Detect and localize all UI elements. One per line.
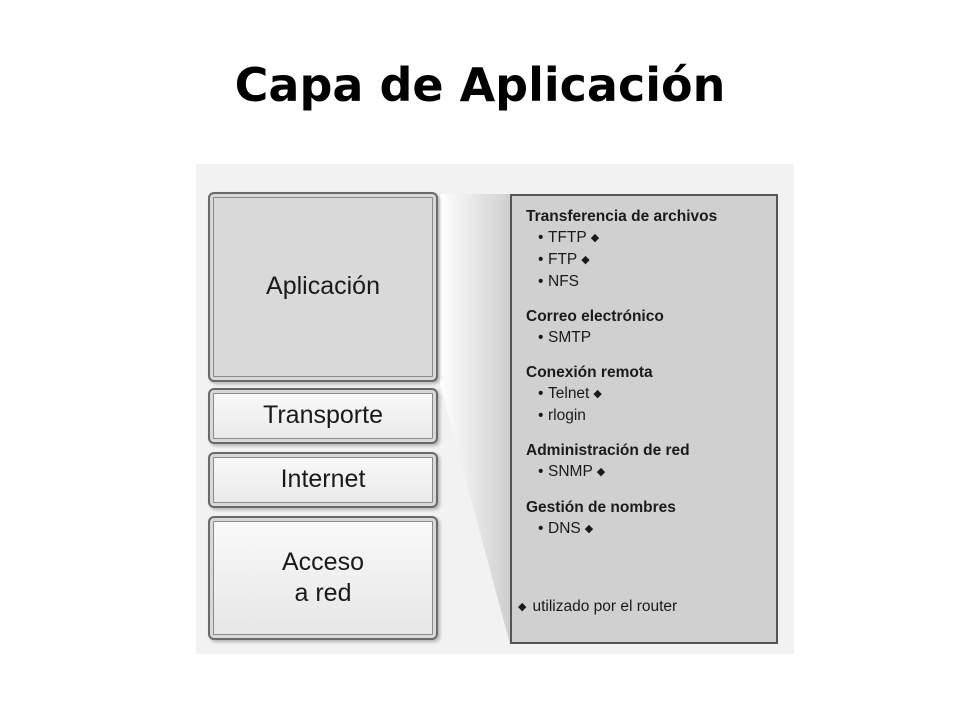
protocol-group: Transferencia de archivos•TFTP◆•FTP◆•NFS <box>526 206 776 292</box>
protocol-item: •FTP◆ <box>526 249 776 271</box>
group-title: Transferencia de archivos <box>526 208 718 225</box>
protocol-name: Telnet <box>548 385 590 402</box>
legend-text: utilizado por el router <box>532 598 678 615</box>
protocol-group: Conexión remota•Telnet◆•rlogin <box>526 362 776 426</box>
tcp-ip-model-figure: Aplicación Transporte Internet Acceso a … <box>196 164 794 654</box>
layer-internet: Internet <box>208 452 438 508</box>
protocol-item: •DNS◆ <box>526 518 776 540</box>
layer-network-access: Acceso a red <box>208 516 438 640</box>
protocol-item: •SNMP◆ <box>526 461 776 483</box>
bullet-icon: • <box>538 463 544 480</box>
protocol-name: rlogin <box>548 407 586 424</box>
protocol-item: •rlogin <box>526 405 776 426</box>
diamond-icon: ◆ <box>581 254 590 266</box>
layer-application: Aplicación <box>208 192 438 382</box>
bullet-icon: • <box>538 251 544 268</box>
bullet-icon: • <box>538 520 544 537</box>
bullet-icon: • <box>538 385 544 402</box>
protocol-group: Correo electrónico •SMTP <box>526 306 776 348</box>
protocol-panel: Transferencia de archivos•TFTP◆•FTP◆•NFS… <box>510 194 778 644</box>
expansion-wedge <box>440 194 510 644</box>
protocol-item: •Telnet◆ <box>526 383 776 405</box>
bullet-icon: • <box>538 407 544 424</box>
protocol-name: NFS <box>548 273 579 290</box>
group-title: Correo electrónico <box>526 308 664 325</box>
protocol-group: Administración de red •SNMP◆ <box>526 440 776 483</box>
bullet-icon: • <box>538 229 544 246</box>
protocol-item: •TFTP◆ <box>526 227 776 249</box>
protocol-item: •SMTP <box>526 327 776 348</box>
bullet-icon: • <box>538 273 544 290</box>
diamond-icon: ◆ <box>584 523 594 535</box>
router-legend: ◆ utilizado por el router <box>518 598 677 616</box>
layer-transport: Transporte <box>208 388 438 444</box>
expansion-connector <box>440 194 510 644</box>
protocol-name: FTP <box>548 251 578 268</box>
group-title: Gestión de nombres <box>526 499 676 516</box>
diamond-icon: ◆ <box>518 601 527 613</box>
group-title: Conexión remota <box>526 364 653 381</box>
protocol-name: SMTP <box>548 329 592 346</box>
protocol-name: SNMP <box>548 463 593 480</box>
protocol-groups: Transferencia de archivos•TFTP◆•FTP◆•NFS… <box>526 206 776 540</box>
bullet-icon: • <box>538 329 544 346</box>
diamond-icon: ◆ <box>593 388 602 400</box>
protocol-item: •NFS <box>526 271 776 292</box>
diamond-icon: ◆ <box>590 232 600 244</box>
protocol-name: TFTP <box>548 229 587 246</box>
protocol-name: DNS <box>548 520 581 537</box>
protocol-group: Gestión de nombres •DNS◆ <box>526 497 776 540</box>
group-title: Administración de red <box>526 442 690 459</box>
diamond-icon: ◆ <box>596 466 606 478</box>
slide-title: Capa de Aplicación <box>234 58 726 112</box>
